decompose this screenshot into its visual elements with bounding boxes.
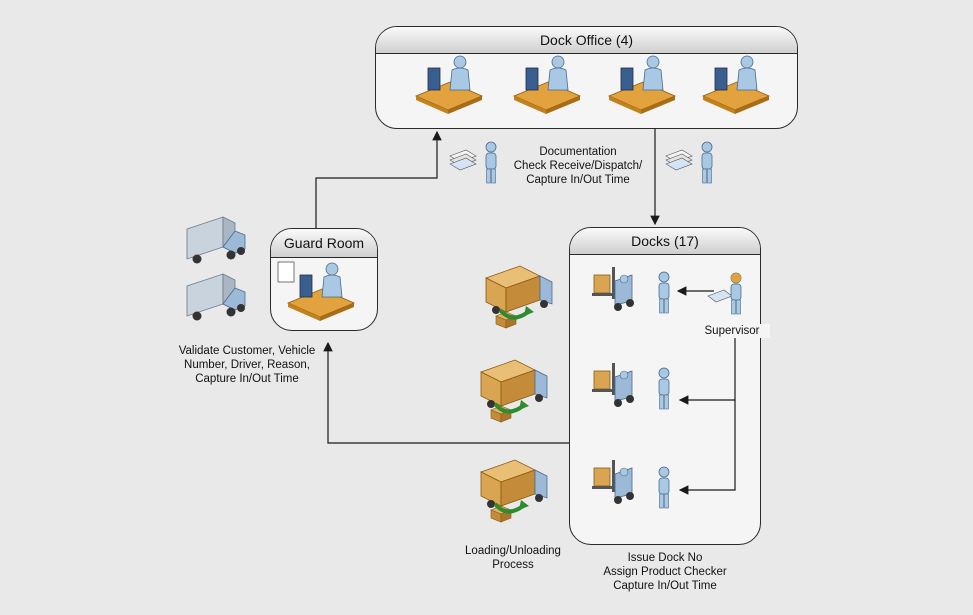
loading-truck-icon xyxy=(484,264,554,330)
loading-label: Loading/Unloading Process xyxy=(465,545,561,571)
guard-room-title: Guard Room xyxy=(271,229,377,258)
truck-icon xyxy=(186,273,246,321)
forklift-icon xyxy=(591,266,635,312)
person-icon xyxy=(658,271,670,314)
computer-workstation-icon xyxy=(513,55,581,115)
issue-label: Issue Dock No Assign Product Checker Cap… xyxy=(603,552,727,592)
computer-workstation-icon xyxy=(287,262,355,322)
connector-supervisor-checker-3 xyxy=(678,400,736,495)
forklift-icon xyxy=(591,459,635,505)
loading-truck-icon xyxy=(479,458,549,524)
connector-guard-to-office xyxy=(315,130,442,228)
computer-workstation-icon xyxy=(415,55,483,115)
computer-workstation-icon xyxy=(608,55,676,115)
connector-docks-to-guard xyxy=(323,341,569,444)
forklift-icon xyxy=(591,362,635,408)
validate-label: Validate Customer, Vehicle Number, Drive… xyxy=(178,345,316,385)
person-icon xyxy=(701,141,713,184)
person-icon xyxy=(658,466,670,509)
computer-workstation-icon xyxy=(702,55,770,115)
person-icon xyxy=(658,367,670,410)
paper-icon xyxy=(277,261,295,283)
supervisor-icon xyxy=(707,272,742,315)
docks-title: Docks (17) xyxy=(570,228,760,255)
loading-truck-icon xyxy=(479,358,549,424)
connector-supervisor-checker-2 xyxy=(678,338,736,405)
documents-icon xyxy=(449,149,477,171)
dock-office-title: Dock Office (4) xyxy=(376,27,797,54)
supervisor-label: Supervisor xyxy=(694,324,770,338)
documentation-label: Documentation Check Receive/Dispatch/ Ca… xyxy=(513,146,643,186)
truck-icon xyxy=(186,216,246,264)
documents-icon xyxy=(665,149,693,171)
person-icon xyxy=(485,141,497,184)
